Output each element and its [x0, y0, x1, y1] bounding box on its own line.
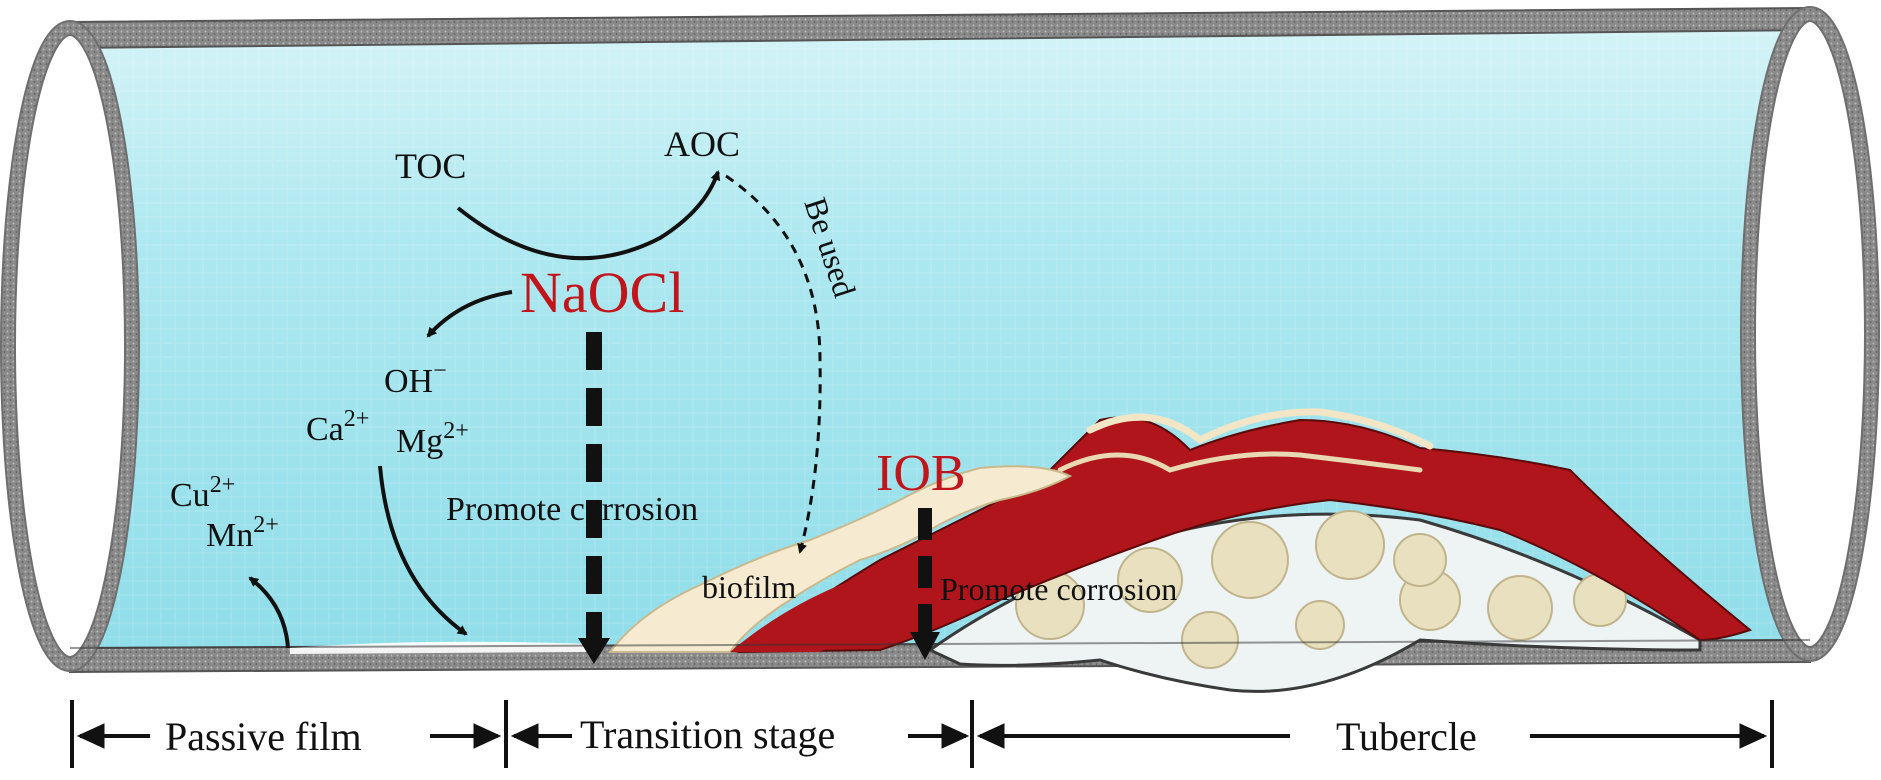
rust-highlight: [1086, 408, 1434, 450]
copper-manganese-release-arrow: [248, 576, 290, 649]
stage-transition: Transition stage: [580, 712, 835, 757]
be-used-dashed-arrow: [725, 174, 822, 554]
biofilm-label: biofilm: [702, 569, 796, 605]
passive-film-layer: [290, 641, 590, 654]
aoc-label: AOC: [664, 124, 740, 164]
calcium-label: Ca2+: [306, 406, 369, 448]
calcium-magnesium-deposit-arrow: [378, 465, 468, 636]
tubercle-pores: [1015, 510, 1627, 669]
iob-label: IOB: [876, 445, 966, 502]
toc-label: TOC: [395, 146, 466, 186]
rust-shell: [736, 416, 1753, 654]
stage-bar: [70, 700, 1774, 768]
naocl-label: NaOCl: [520, 260, 684, 325]
magnesium-label: Mg2+: [396, 418, 469, 460]
naocl-to-hydroxide-arrow: [426, 290, 513, 338]
toc-to-aoc-arrow: [456, 170, 721, 261]
promote-corrosion-label-naocl: Promote corrosion: [446, 491, 698, 528]
stage-tubercle: Tubercle: [1336, 714, 1477, 759]
rust-crust-edge: [1057, 451, 1423, 473]
stage-passive-film: Passive film: [165, 714, 362, 759]
manganese-label: Mn2+: [206, 512, 279, 554]
promote-corrosion-label-iob: Promote corrosion: [940, 571, 1177, 607]
biofilm-layer: [607, 465, 1073, 653]
copper-label: Cu2+: [170, 472, 235, 514]
hydroxide-label: OH−: [384, 358, 447, 400]
biofilm-red-streak: [730, 548, 960, 652]
